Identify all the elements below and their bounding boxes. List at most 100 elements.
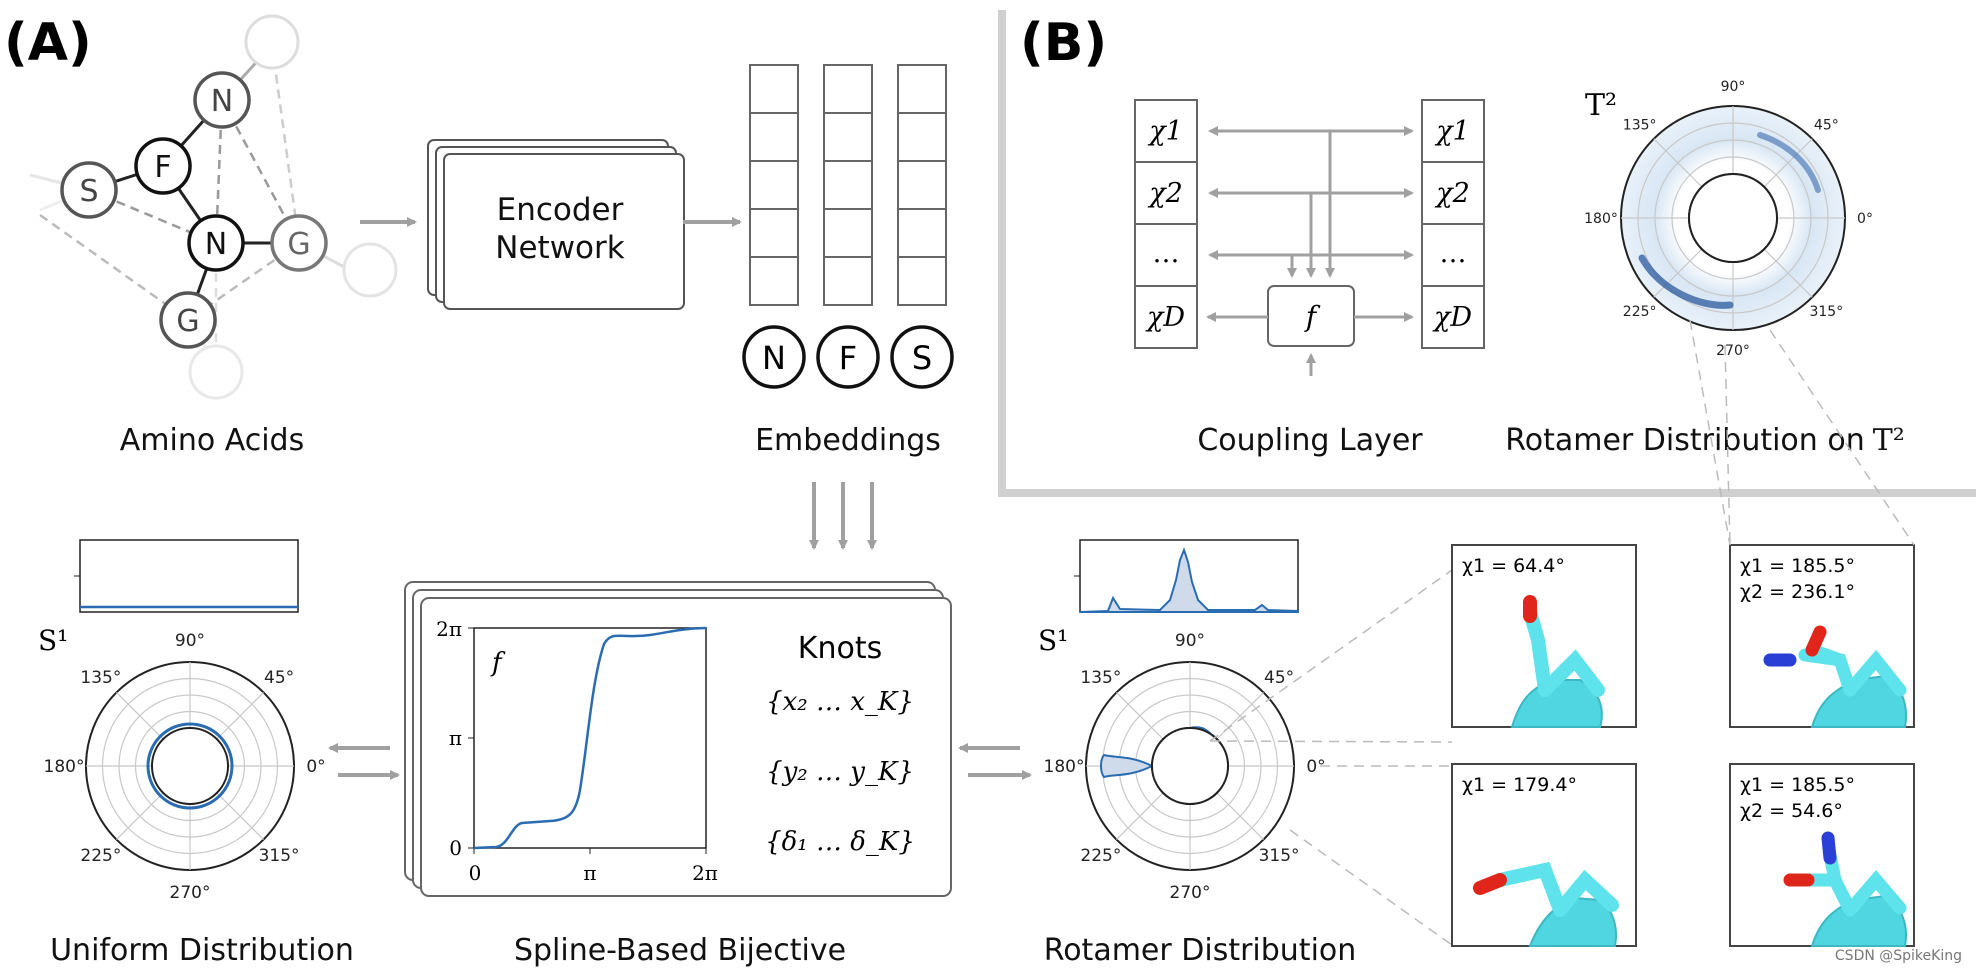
polar-angle-label: 135° (1080, 668, 1121, 688)
polar-angle-label: 315° (1259, 846, 1300, 866)
molecule-panel: χ1 = 64.4° (1451, 544, 1637, 728)
x-tick-label: 0 (469, 861, 482, 885)
polar-angle-label: 315° (1809, 304, 1843, 320)
uniform-density-ring (146, 722, 234, 810)
polar-angle-label: 135° (1623, 118, 1657, 134)
watermark: CSDN @SpikeKing (1834, 948, 1962, 964)
polar-angle-label: 0° (1306, 757, 1325, 777)
chi-input-label: χ1 (1147, 116, 1183, 147)
down-arrows (809, 482, 877, 550)
chi-input-label: … (1153, 238, 1180, 269)
torus-density-band (1757, 132, 1821, 193)
polar-grid-spoke (1653, 138, 1703, 188)
circle-label: S¹ (38, 624, 68, 657)
knots-y: {y₂ … y_K} (766, 757, 914, 787)
polar-angle-label: 315° (259, 846, 300, 866)
caption-torus-symbol: T² (1873, 423, 1905, 458)
polar-angle-label: 45° (1814, 118, 1839, 134)
chi-output-label: χ2 (1434, 178, 1470, 209)
molecule-panel: χ1 = 185.5° χ2 = 236.1° (1729, 544, 1915, 728)
polar-angle-label: 180° (1044, 757, 1085, 777)
embedding-node (890, 325, 954, 389)
coupling-layer: χ1 χ2 … χD χ1 χ2 … χD f (1134, 99, 1485, 376)
polar-grid-spoke (216, 792, 264, 840)
polar-inner-circle (1688, 173, 1778, 263)
graph-node-label: S (79, 174, 98, 209)
encoder-label-line2: Network (495, 230, 624, 266)
molecule-angle-label: χ1 = 179.4° (1462, 774, 1577, 796)
polar-grid-spoke (1653, 248, 1703, 298)
polar-inner-circle (1151, 727, 1229, 805)
torus-density-band (1638, 254, 1734, 309)
polar-grid-spoke (1216, 792, 1264, 840)
polar-angle-label: 270° (170, 883, 211, 903)
molecule-angle-label: χ1 = 64.4° (1462, 555, 1565, 577)
chi-input-label: χ2 (1147, 178, 1183, 209)
graph-node-label: G (287, 227, 310, 262)
polar-inner-circle (151, 727, 229, 805)
embedding-node-label: S (912, 339, 932, 377)
x-tick-label: 2π (692, 861, 718, 885)
embedding-column-s (897, 64, 947, 306)
embedding-column-n (749, 64, 799, 306)
polar-angle-label: 90° (1175, 631, 1205, 651)
polar-angle-label: 225° (1623, 304, 1657, 320)
polar-grid-spoke (1763, 248, 1813, 298)
caption-embeddings: Embeddings (755, 423, 941, 458)
polar-angle-label: 180° (1584, 211, 1618, 227)
rotamer-histogram (1074, 539, 1299, 613)
panel-b-label: (B) (1020, 13, 1107, 73)
encoder-network: Encoder Network (427, 139, 685, 310)
graph-node-label: F (154, 150, 171, 185)
chi-output-label: χ1 (1434, 116, 1470, 147)
molecule-angle-label: χ2 = 236.1° (1740, 581, 1855, 603)
polar-grid-spoke (216, 692, 264, 740)
polar-angle-label: 180° (44, 757, 85, 777)
polar-angle-label: 45° (1264, 668, 1294, 688)
polar-grid-spoke (1216, 692, 1264, 740)
polar-angle-label: 135° (80, 668, 121, 688)
rotamer-polar-plot: 90° 45° 135° 180° 0° 225° 315° 270° (1044, 631, 1326, 903)
panel-b-frame (998, 10, 1976, 497)
embedding-node (742, 325, 806, 389)
panel-a-label: (A) (4, 13, 92, 73)
embedding-column-f (823, 64, 873, 306)
y-tick-label: 0 (449, 836, 462, 860)
amino-acid-graph: S F N N G G (29, 14, 398, 400)
guide-lines (1689, 319, 1915, 546)
polar-angle-label: 270° (1716, 343, 1750, 359)
knots-delta: {δ₁ … δ_K} (765, 827, 915, 857)
chi-input-label: χD (1145, 302, 1185, 333)
caption-torus-text: Rotamer Distribution on (1505, 423, 1864, 458)
caption-torus: Rotamer Distribution on T² (1505, 423, 1905, 458)
embedding-node-label: F (839, 339, 857, 377)
polar-grid-spoke (116, 692, 164, 740)
molecule-angle-label: χ1 = 185.5° (1740, 555, 1855, 577)
uniform-histogram (74, 539, 299, 613)
polar-angle-label: 90° (175, 631, 205, 651)
spline-curve (473, 626, 707, 850)
molecule-angle-label: χ2 = 54.6° (1740, 800, 1843, 822)
polar-angle-label: 225° (1080, 846, 1121, 866)
polar-grid-spoke (116, 792, 164, 840)
knots-x: {x₂ … x_K} (766, 687, 914, 717)
encoder-label-line1: Encoder (497, 192, 624, 228)
molecule-panel: χ1 = 179.4° (1451, 763, 1637, 947)
graph-node-label: N (205, 227, 227, 262)
caption-amino-acids: Amino Acids (120, 423, 304, 458)
knots-title: Knots (798, 631, 882, 666)
embedding-node-label: N (762, 339, 786, 377)
polar-angle-label: 270° (1170, 883, 1211, 903)
x-tick-label: π (583, 861, 596, 885)
polar-angle-label: 0° (1857, 211, 1873, 227)
polar-angle-label: 0° (306, 757, 325, 777)
guide-lines (1209, 569, 1453, 946)
polar-grid-spoke (1116, 692, 1164, 740)
polar-angle-label: 90° (1721, 79, 1746, 95)
graph-node-label: N (211, 84, 233, 119)
circle-label: S¹ (1038, 624, 1068, 657)
molecule-panel: χ1 = 185.5° χ2 = 54.6° (1729, 763, 1915, 947)
caption-rotamer: Rotamer Distribution (1044, 933, 1357, 968)
polar-angle-label: 45° (264, 668, 294, 688)
